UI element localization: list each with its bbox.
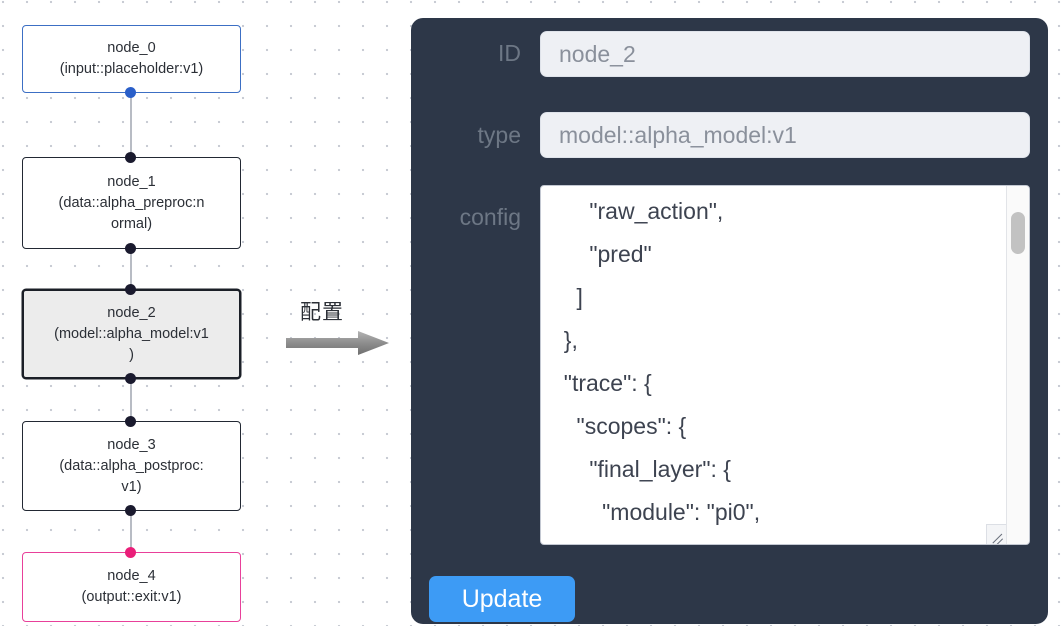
graph-node-node_4[interactable]: node_4 (output::exit:v1) bbox=[22, 552, 241, 622]
node-handle-node_2-out[interactable] bbox=[125, 373, 136, 384]
node-handle-node_3-in[interactable] bbox=[125, 416, 136, 427]
right-arrow-icon bbox=[286, 331, 389, 355]
node-config-panel: ID node_2 type model::alpha_model:v1 con… bbox=[411, 18, 1048, 624]
graph-node-node_1[interactable]: node_1 (data::alpha_preproc:n ormal) bbox=[22, 157, 241, 249]
graph-node-node_3[interactable]: node_3 (data::alpha_postproc: v1) bbox=[22, 421, 241, 511]
node-subtitle-line1: (data::alpha_postproc: bbox=[59, 457, 204, 474]
config-scrollbar[interactable] bbox=[1006, 186, 1029, 544]
edge-node0-node1 bbox=[130, 89, 132, 161]
node-handle-node_1-out[interactable] bbox=[125, 243, 136, 254]
graph-node-node_0[interactable]: node_0 (input::placeholder:v1) bbox=[22, 25, 241, 93]
node-subtitle: (input::placeholder:v1) bbox=[59, 61, 204, 77]
node-subtitle: (output::exit:v1) bbox=[81, 589, 182, 605]
node-handle-node_3-out[interactable] bbox=[125, 505, 136, 516]
type-field-label: type bbox=[477, 122, 521, 148]
annotation-label: 配置 bbox=[300, 300, 344, 324]
node-subtitle-line2: ormal) bbox=[110, 215, 153, 232]
node-subtitle-line1: (data::alpha_preproc:n bbox=[58, 194, 205, 211]
node-subtitle-line2: ) bbox=[129, 346, 134, 363]
id-field-label: ID bbox=[498, 40, 521, 66]
config-textarea[interactable]: "raw_action", "pred" ] }, "trace": { "sc… bbox=[540, 185, 1030, 545]
config-textarea-content[interactable]: "raw_action", "pred" ] }, "trace": { "sc… bbox=[563, 198, 805, 544]
resize-handle-icon[interactable] bbox=[986, 524, 1006, 544]
node-title: node_1 bbox=[107, 173, 156, 190]
type-input[interactable]: model::alpha_model:v1 bbox=[540, 112, 1030, 158]
bottom-white-strip bbox=[0, 626, 1062, 643]
config-field-label: config bbox=[459, 204, 521, 230]
edge-node2-node3 bbox=[130, 375, 132, 425]
id-input[interactable]: node_2 bbox=[540, 31, 1030, 77]
node-handle-node_2-in[interactable] bbox=[125, 284, 136, 295]
node-handle-node_4-in[interactable] bbox=[125, 547, 136, 558]
node-handle-node_1-in[interactable] bbox=[125, 152, 136, 163]
node-handle-node_0-out[interactable] bbox=[125, 87, 136, 98]
edge-node1-node2 bbox=[130, 245, 132, 293]
graph-node-node_2[interactable]: node_2 (model::alpha_model:v1 ) bbox=[22, 289, 241, 379]
edge-node3-node4 bbox=[130, 507, 132, 556]
config-scrollbar-thumb[interactable] bbox=[1011, 212, 1025, 254]
annotation-arrow-group: 配置 bbox=[286, 296, 396, 364]
node-title: node_3 bbox=[107, 436, 156, 453]
node-title: node_0 bbox=[107, 40, 156, 56]
update-button[interactable]: Update bbox=[429, 576, 575, 622]
node-subtitle-line2: v1) bbox=[121, 478, 142, 495]
node-title: node_2 bbox=[107, 304, 156, 321]
node-title: node_4 bbox=[107, 568, 156, 584]
node-subtitle-line1: (model::alpha_model:v1 bbox=[54, 325, 209, 342]
